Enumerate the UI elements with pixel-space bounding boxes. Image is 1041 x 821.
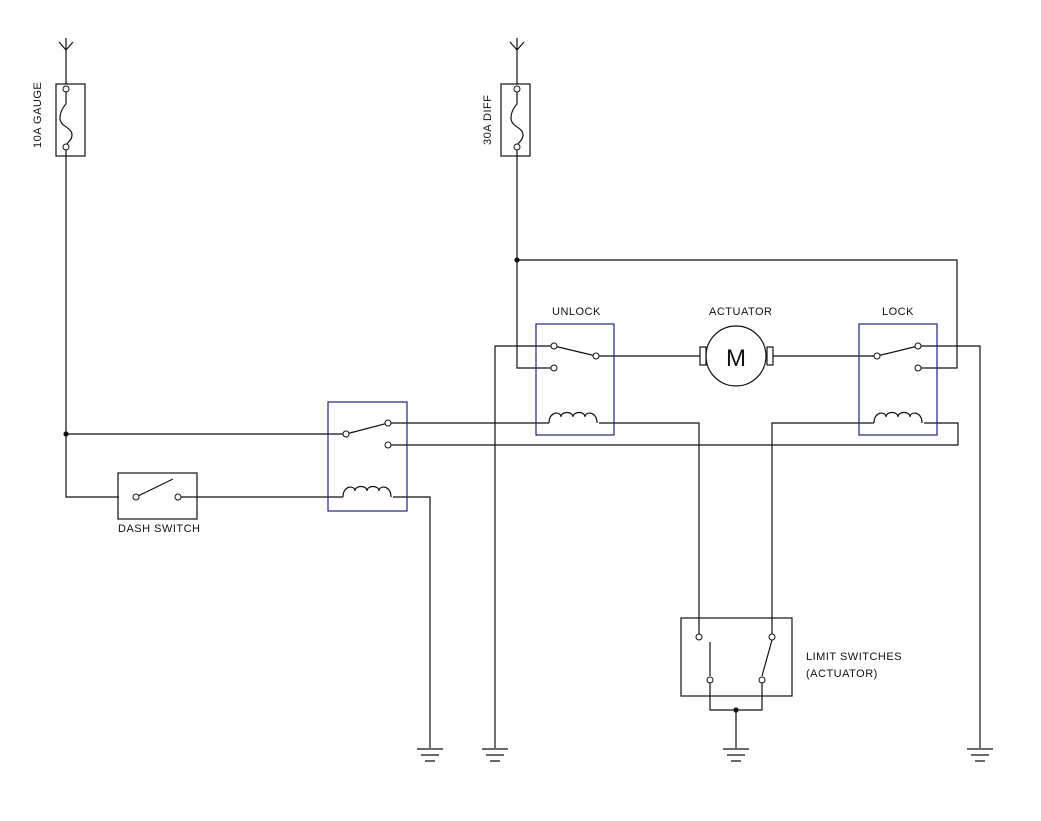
main-relay xyxy=(327,401,408,512)
lock-relay-label: LOCK xyxy=(882,306,914,318)
unlock-relay-label: UNLOCK xyxy=(552,306,601,318)
relay-coil xyxy=(548,411,598,424)
fuse-10a-gauge xyxy=(55,38,86,157)
dash-switch-label: DASH SWITCH xyxy=(118,523,201,535)
fuse-30a-diff xyxy=(500,38,531,157)
ground-symbol xyxy=(967,748,993,762)
relay-coil xyxy=(342,485,392,498)
junction-dot xyxy=(733,707,739,713)
lock-relay xyxy=(858,323,938,436)
limit-switches-label: LIMIT SWITCHES xyxy=(806,651,902,663)
ground-symbol xyxy=(482,748,508,762)
actuator-label: ACTUATOR xyxy=(709,306,773,318)
limit-switches xyxy=(680,617,793,697)
junction-dot xyxy=(514,257,520,263)
ground-symbol xyxy=(723,748,749,762)
wires xyxy=(65,150,981,748)
junction-dot xyxy=(63,431,69,437)
limit-switches-sublabel: (ACTUATOR) xyxy=(806,668,878,680)
ground-symbol xyxy=(417,748,443,762)
dash-switch[interactable] xyxy=(117,472,198,520)
relay-coil xyxy=(873,411,923,424)
fuse-10a-gauge-label: 10A GAUGE xyxy=(32,82,44,148)
fuse-30a-diff-label: 30A DIFF xyxy=(482,95,494,145)
unlock-relay xyxy=(535,323,615,436)
motor-symbol: M xyxy=(726,345,746,372)
actuator-motor xyxy=(699,325,774,387)
